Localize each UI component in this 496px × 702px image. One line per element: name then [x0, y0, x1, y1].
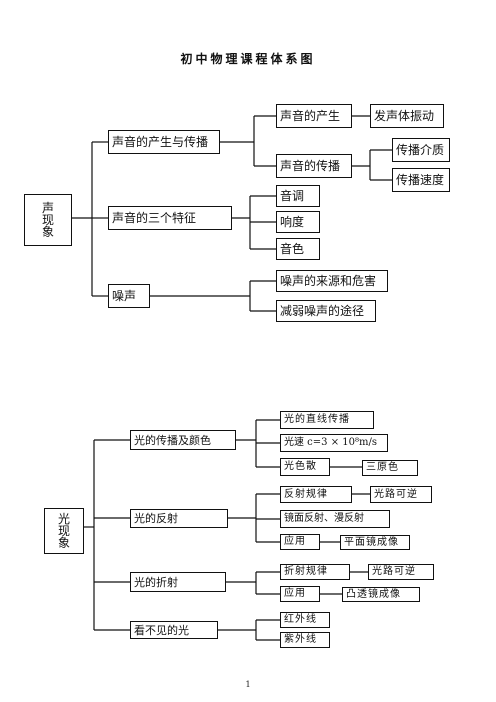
- sound-leaf-speed: 传播速度: [392, 168, 450, 192]
- sound-node-pitch: 音调: [276, 185, 320, 207]
- node-label: 光的传播及颜色: [134, 433, 211, 447]
- sound-node-noise-reduction: 减弱噪声的途径: [276, 300, 376, 322]
- node-label: 光速 c=3 × 10⁸m/s: [284, 437, 377, 448]
- light-node-specular-diffuse: 镜面反射、漫反射: [280, 510, 390, 528]
- sound-branch-production-propagation: 声音的产生与传播: [108, 130, 220, 154]
- node-label: 音调: [280, 189, 305, 203]
- node-label: 声音的三个特征: [112, 211, 197, 225]
- sound-leaf-vibration: 发声体振动: [370, 104, 444, 128]
- light-root-char: 现: [57, 524, 70, 538]
- light-node-ultraviolet: 紫外线: [280, 632, 330, 648]
- sound-branch-three-features: 声音的三个特征: [108, 206, 232, 230]
- sound-root-char: 象: [41, 225, 54, 239]
- light-node-dispersion: 光色散: [280, 458, 330, 476]
- node-label: 音色: [280, 242, 305, 256]
- sound-root-char: 声: [41, 201, 54, 215]
- light-node-straight-line: 光的直线传播: [280, 411, 374, 429]
- node-label: 反射规律: [284, 488, 328, 500]
- node-label: 声音的传播: [280, 159, 341, 173]
- node-label: 光色散: [284, 461, 317, 472]
- sound-branch-noise: 噪声: [108, 284, 150, 308]
- light-root-char: 光: [57, 512, 70, 526]
- light-branch-refraction: 光的折射: [130, 572, 226, 592]
- sound-node-production: 声音的产生: [276, 104, 352, 128]
- sound-node-propagation: 声音的传播: [276, 154, 352, 178]
- light-leaf-reversible-path-refraction: 光路可逆: [368, 564, 434, 580]
- node-label: 三原色: [366, 462, 399, 473]
- node-label: 应用: [284, 536, 306, 547]
- light-leaf-primary-colors: 三原色: [362, 460, 418, 476]
- node-label: 看不见的光: [134, 623, 189, 637]
- light-root-char: 象: [57, 536, 70, 550]
- node-label: 光的直线传播: [284, 414, 350, 425]
- light-leaf-convex-lens: 凸透镜成像: [342, 587, 420, 602]
- node-label: 发声体振动: [374, 109, 435, 123]
- light-node-refraction-application: 应用: [280, 586, 320, 602]
- node-label: 折射规律: [284, 566, 328, 577]
- node-label: 应用: [284, 588, 306, 599]
- node-label: 光路可逆: [372, 566, 416, 577]
- light-leaf-plane-mirror: 平面镜成像: [340, 535, 410, 550]
- sound-root-char: 现: [41, 213, 54, 227]
- node-label: 传播介质: [396, 143, 445, 157]
- light-branch-propagation-color: 光的传播及颜色: [130, 430, 236, 450]
- node-label: 噪声的来源和危害: [280, 274, 377, 288]
- node-label: 光的反射: [134, 512, 178, 525]
- light-node-infrared: 红外线: [280, 612, 330, 628]
- light-node-reflection-law: 反射规律: [280, 486, 352, 503]
- node-label: 镜面反射、漫反射: [284, 513, 364, 524]
- node-label: 凸透镜成像: [346, 588, 401, 600]
- node-label: 声音的产生: [280, 109, 341, 123]
- sound-node-loudness: 响度: [276, 211, 320, 233]
- light-node-refraction-law: 折射规律: [280, 564, 350, 580]
- node-label: 红外线: [284, 614, 317, 625]
- light-branch-invisible-light: 看不见的光: [130, 621, 218, 639]
- node-label: 光路可逆: [374, 488, 418, 500]
- page-number: 1: [245, 680, 251, 689]
- node-label: 光的折射: [134, 575, 178, 589]
- light-node-reflection-application: 应用: [280, 534, 320, 550]
- sound-node-noise-source: 噪声的来源和危害: [276, 270, 388, 292]
- sound-node-timbre: 音色: [276, 238, 320, 260]
- sound-root-box: 声 现 象: [24, 194, 72, 246]
- node-label: 声音的产生与传播: [112, 135, 209, 149]
- node-label: 响度: [280, 215, 305, 229]
- node-label: 平面镜成像: [344, 536, 399, 548]
- node-label: 传播速度: [396, 173, 445, 187]
- sound-leaf-medium: 传播介质: [392, 138, 450, 162]
- light-node-speed: 光速 c=3 × 10⁸m/s: [280, 434, 388, 452]
- light-branch-reflection: 光的反射: [130, 509, 228, 528]
- node-label: 紫外线: [284, 634, 317, 645]
- light-root-box: 光 现 象: [44, 508, 84, 554]
- light-leaf-reversible-path-reflection: 光路可逆: [370, 486, 432, 503]
- node-label: 减弱噪声的途径: [280, 304, 365, 318]
- page-title: 初中物理课程体系图: [180, 52, 316, 66]
- node-label: 噪声: [112, 289, 137, 303]
